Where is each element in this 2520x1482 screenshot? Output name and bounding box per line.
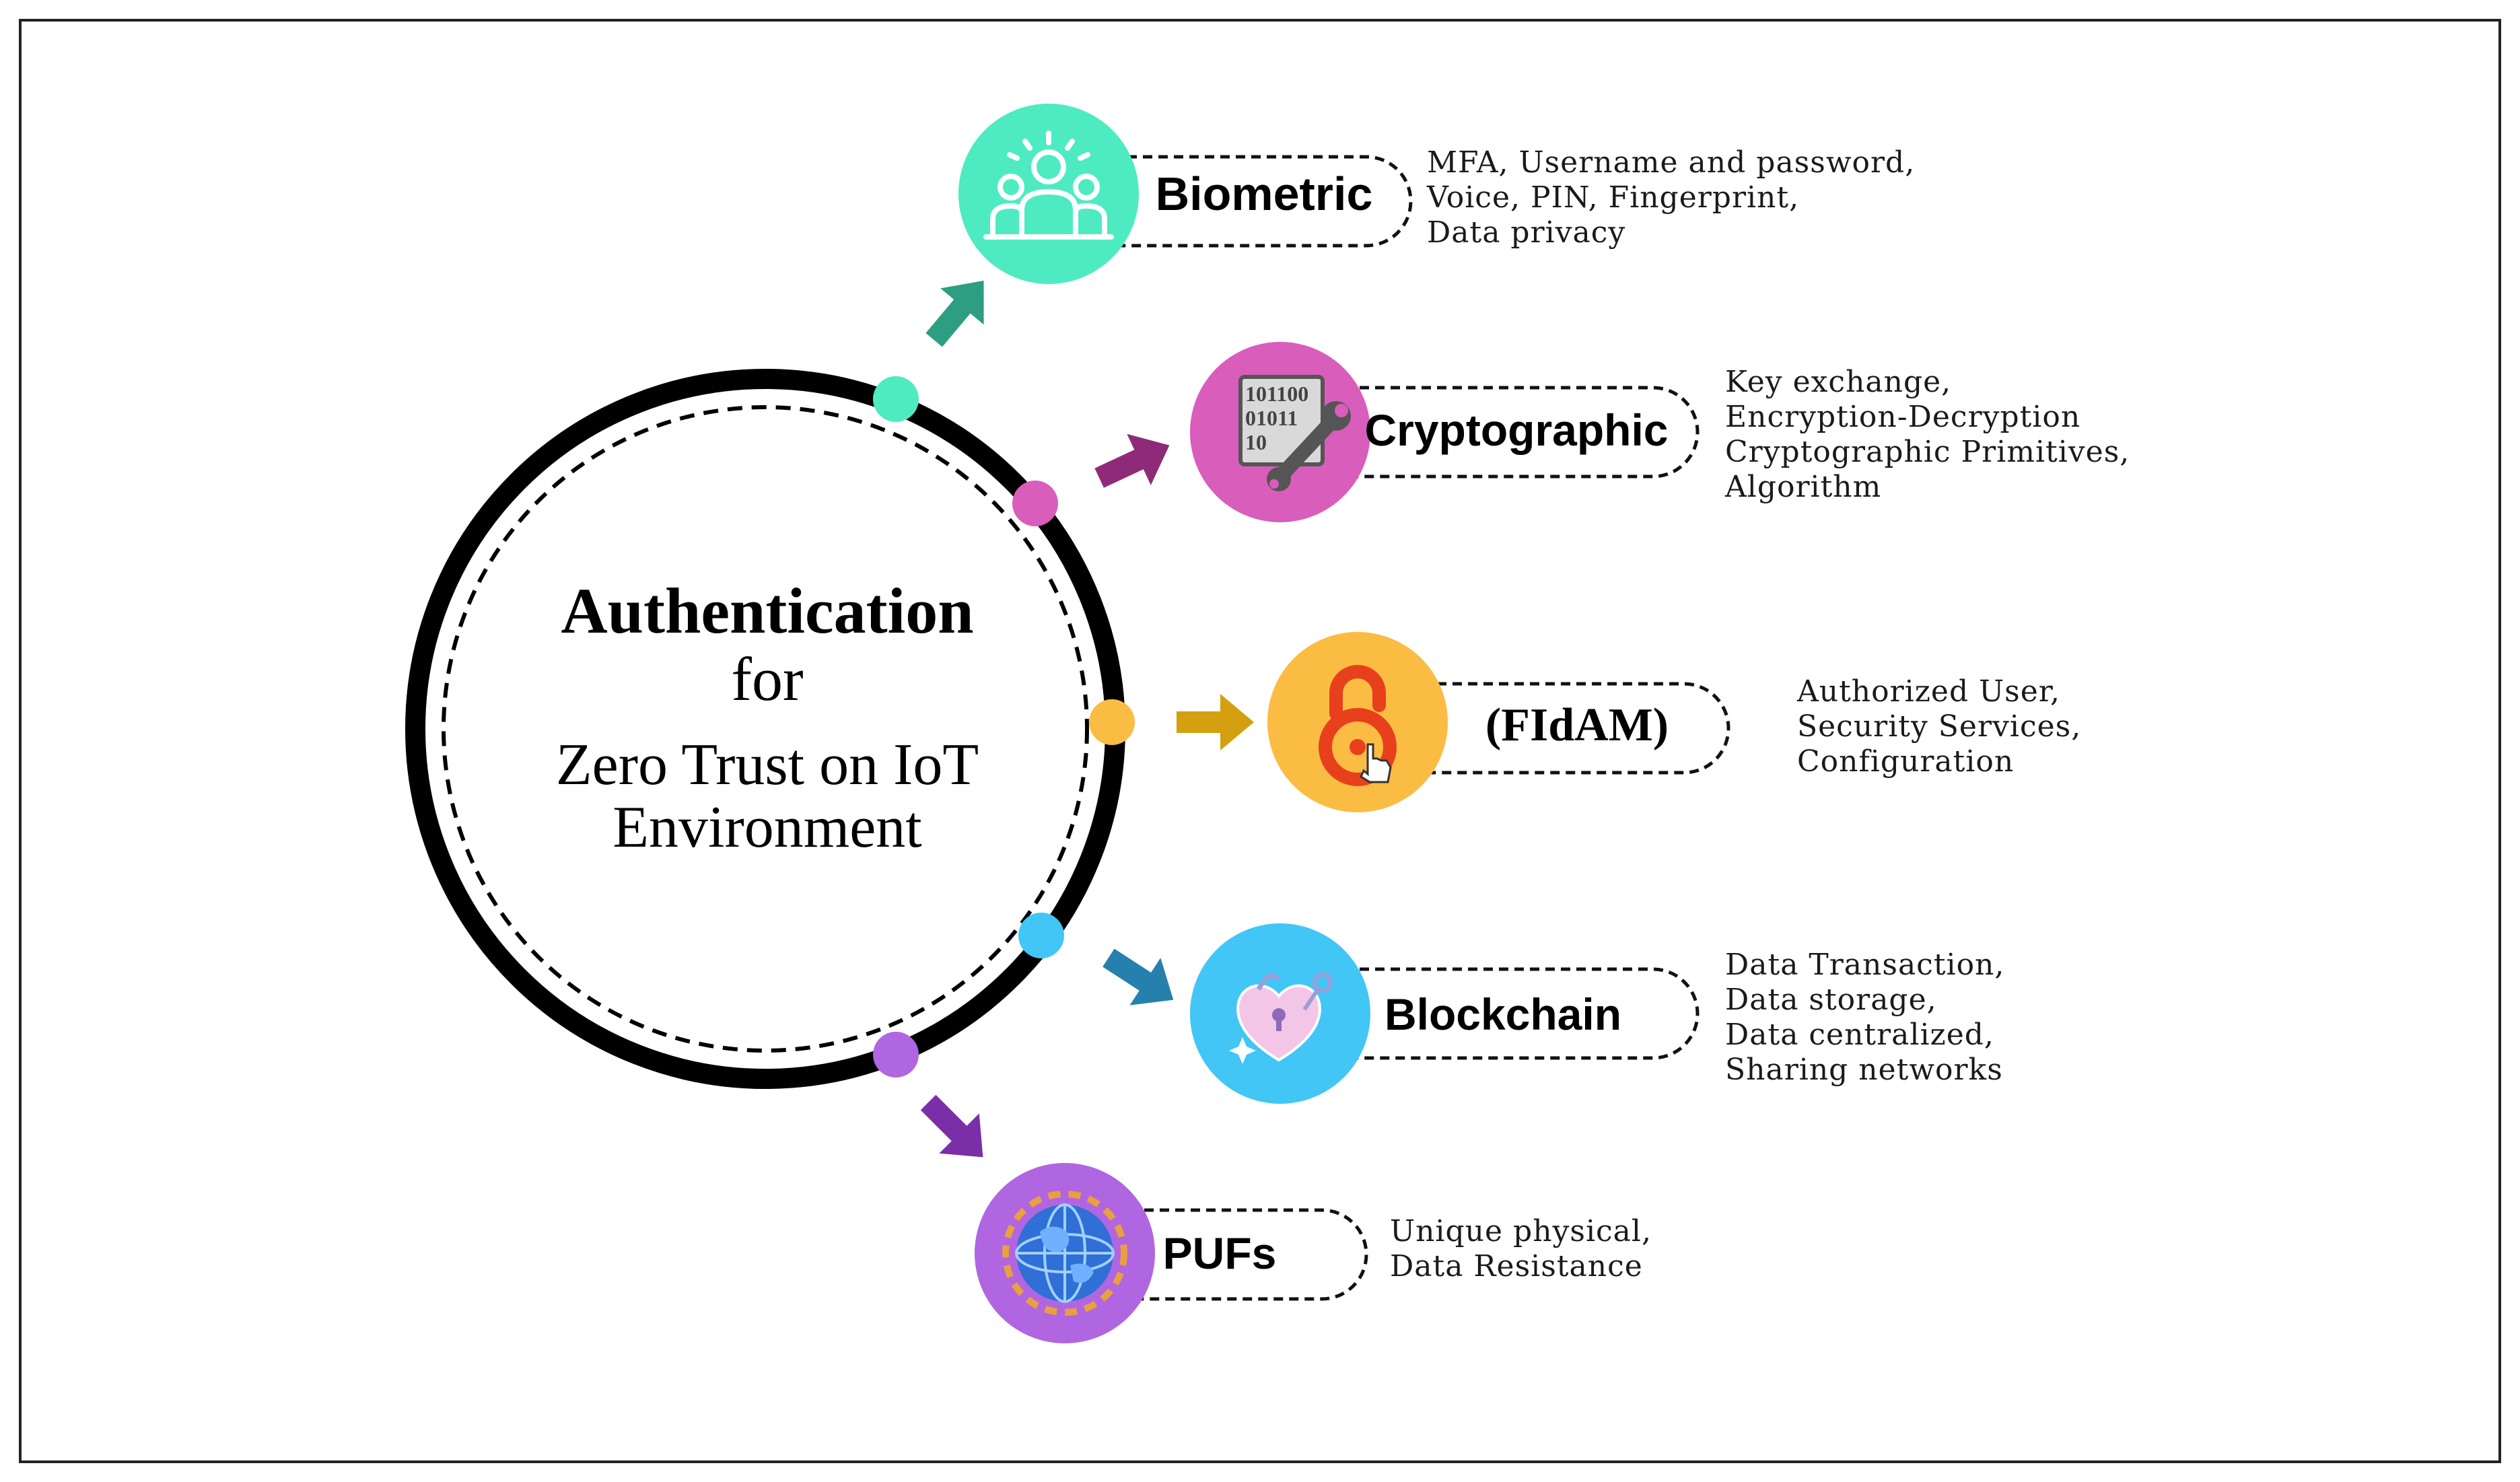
description-line: Security Services, — [1797, 709, 2081, 744]
description-line: Voice, PIN, Fingerprint, — [1426, 180, 1799, 215]
label-pill-fidam — [1360, 682, 1730, 775]
node-circle-fidam — [1267, 632, 1448, 812]
center-subtitle-1: Zero Trust on IoT — [556, 732, 979, 798]
open-lock-hand-icon — [1319, 665, 1397, 786]
ring-dot-fidam — [1089, 699, 1135, 745]
node-description-fidam: Authorized User, Security Services, Conf… — [1796, 674, 2091, 779]
description-line: Data centralized, — [1725, 1018, 1994, 1052]
description-line: MFA, Username and password, — [1427, 145, 1915, 180]
node-blockchain: Blockchain Data Transaction, Data storag… — [1190, 923, 2015, 1104]
center-title: Authentication — [561, 575, 973, 647]
ring-dot-pufs — [873, 1032, 919, 1078]
outer-frame — [19, 19, 2501, 1463]
label-pill-blockchain — [1282, 967, 1700, 1060]
node-description-biometric: MFA, Username and password, Voice, PIN, … — [1426, 145, 1925, 250]
node-label-biometric: Biometric — [1156, 168, 1373, 220]
label-pill-pufs — [1067, 1208, 1368, 1301]
description-line: Data storage, — [1725, 983, 1937, 1017]
users-group-icon — [983, 131, 1114, 240]
globe-chip-icon — [1002, 1191, 1127, 1316]
description-line: Data Resistance — [1390, 1249, 1643, 1283]
description-line: Key exchange, — [1725, 365, 1951, 399]
center-ring-outer — [405, 369, 1125, 1089]
node-description-blockchain: Data Transaction, Data storage, Data cen… — [1725, 948, 2015, 1087]
ring-dot-blockchain — [1018, 913, 1064, 958]
node-cryptographic: 101100 01011 10 Cryptographic Key exchan… — [1190, 342, 2140, 522]
icon-binary-line: 01011 — [1245, 406, 1298, 430]
arrow-fidam — [1177, 694, 1254, 750]
center-subtitle-2: Environment — [612, 795, 921, 860]
node-label-blockchain: Blockchain — [1385, 989, 1621, 1039]
icon-binary-line: 10 — [1245, 430, 1267, 454]
arrow-pufs — [920, 1094, 983, 1158]
node-label-cryptographic: Cryptographic — [1364, 405, 1668, 455]
center-ring-dashed — [442, 405, 1089, 1053]
node-description-cryptographic: Key exchange, Encryption-Decryption Cryp… — [1724, 365, 2140, 504]
binary-wrench-icon: 101100 01011 10 — [1238, 375, 1351, 491]
description-line: Data privacy — [1427, 215, 1625, 250]
center-for: for — [731, 645, 803, 713]
description-line: Encryption-Decryption — [1725, 400, 2080, 434]
ring-dot-biometric — [873, 376, 919, 422]
description-line: Configuration — [1797, 744, 2014, 779]
arrow-biometric — [925, 281, 984, 347]
description-line: Sharing networks — [1725, 1053, 2003, 1087]
node-label-pufs: PUFs — [1163, 1228, 1277, 1278]
node-description-pufs: Unique physical, Data Resistance — [1390, 1214, 1662, 1283]
node-label-fidam: (FIdAM) — [1485, 699, 1669, 751]
description-line: Cryptographic Primitives, — [1725, 435, 2130, 469]
arrow-blockchain — [1102, 948, 1174, 1005]
arrow-cryptographic — [1094, 433, 1170, 488]
center-ring: Authentication for Zero Trust on IoT Env… — [405, 369, 1125, 1089]
description-line: Authorized User, — [1796, 674, 2060, 709]
node-pufs: PUFs Unique physical, Data Resistance — [975, 1163, 1662, 1343]
label-pill-cryptographic — [1282, 386, 1700, 479]
heart-lock-icon — [1229, 973, 1333, 1064]
icon-binary-line: 101100 — [1245, 382, 1308, 406]
ring-dot-cryptographic — [1012, 481, 1058, 526]
description-line: Unique physical, — [1390, 1214, 1652, 1248]
node-biometric: Biometric MFA, Username and password, Vo… — [958, 104, 1925, 284]
description-line: Algorithm — [1724, 470, 1881, 504]
node-fidam: (FIdAM) Authorized User, Security Servic… — [1267, 632, 2091, 812]
description-line: Data Transaction, — [1725, 948, 2004, 982]
label-pill-biometric — [1050, 155, 1413, 248]
